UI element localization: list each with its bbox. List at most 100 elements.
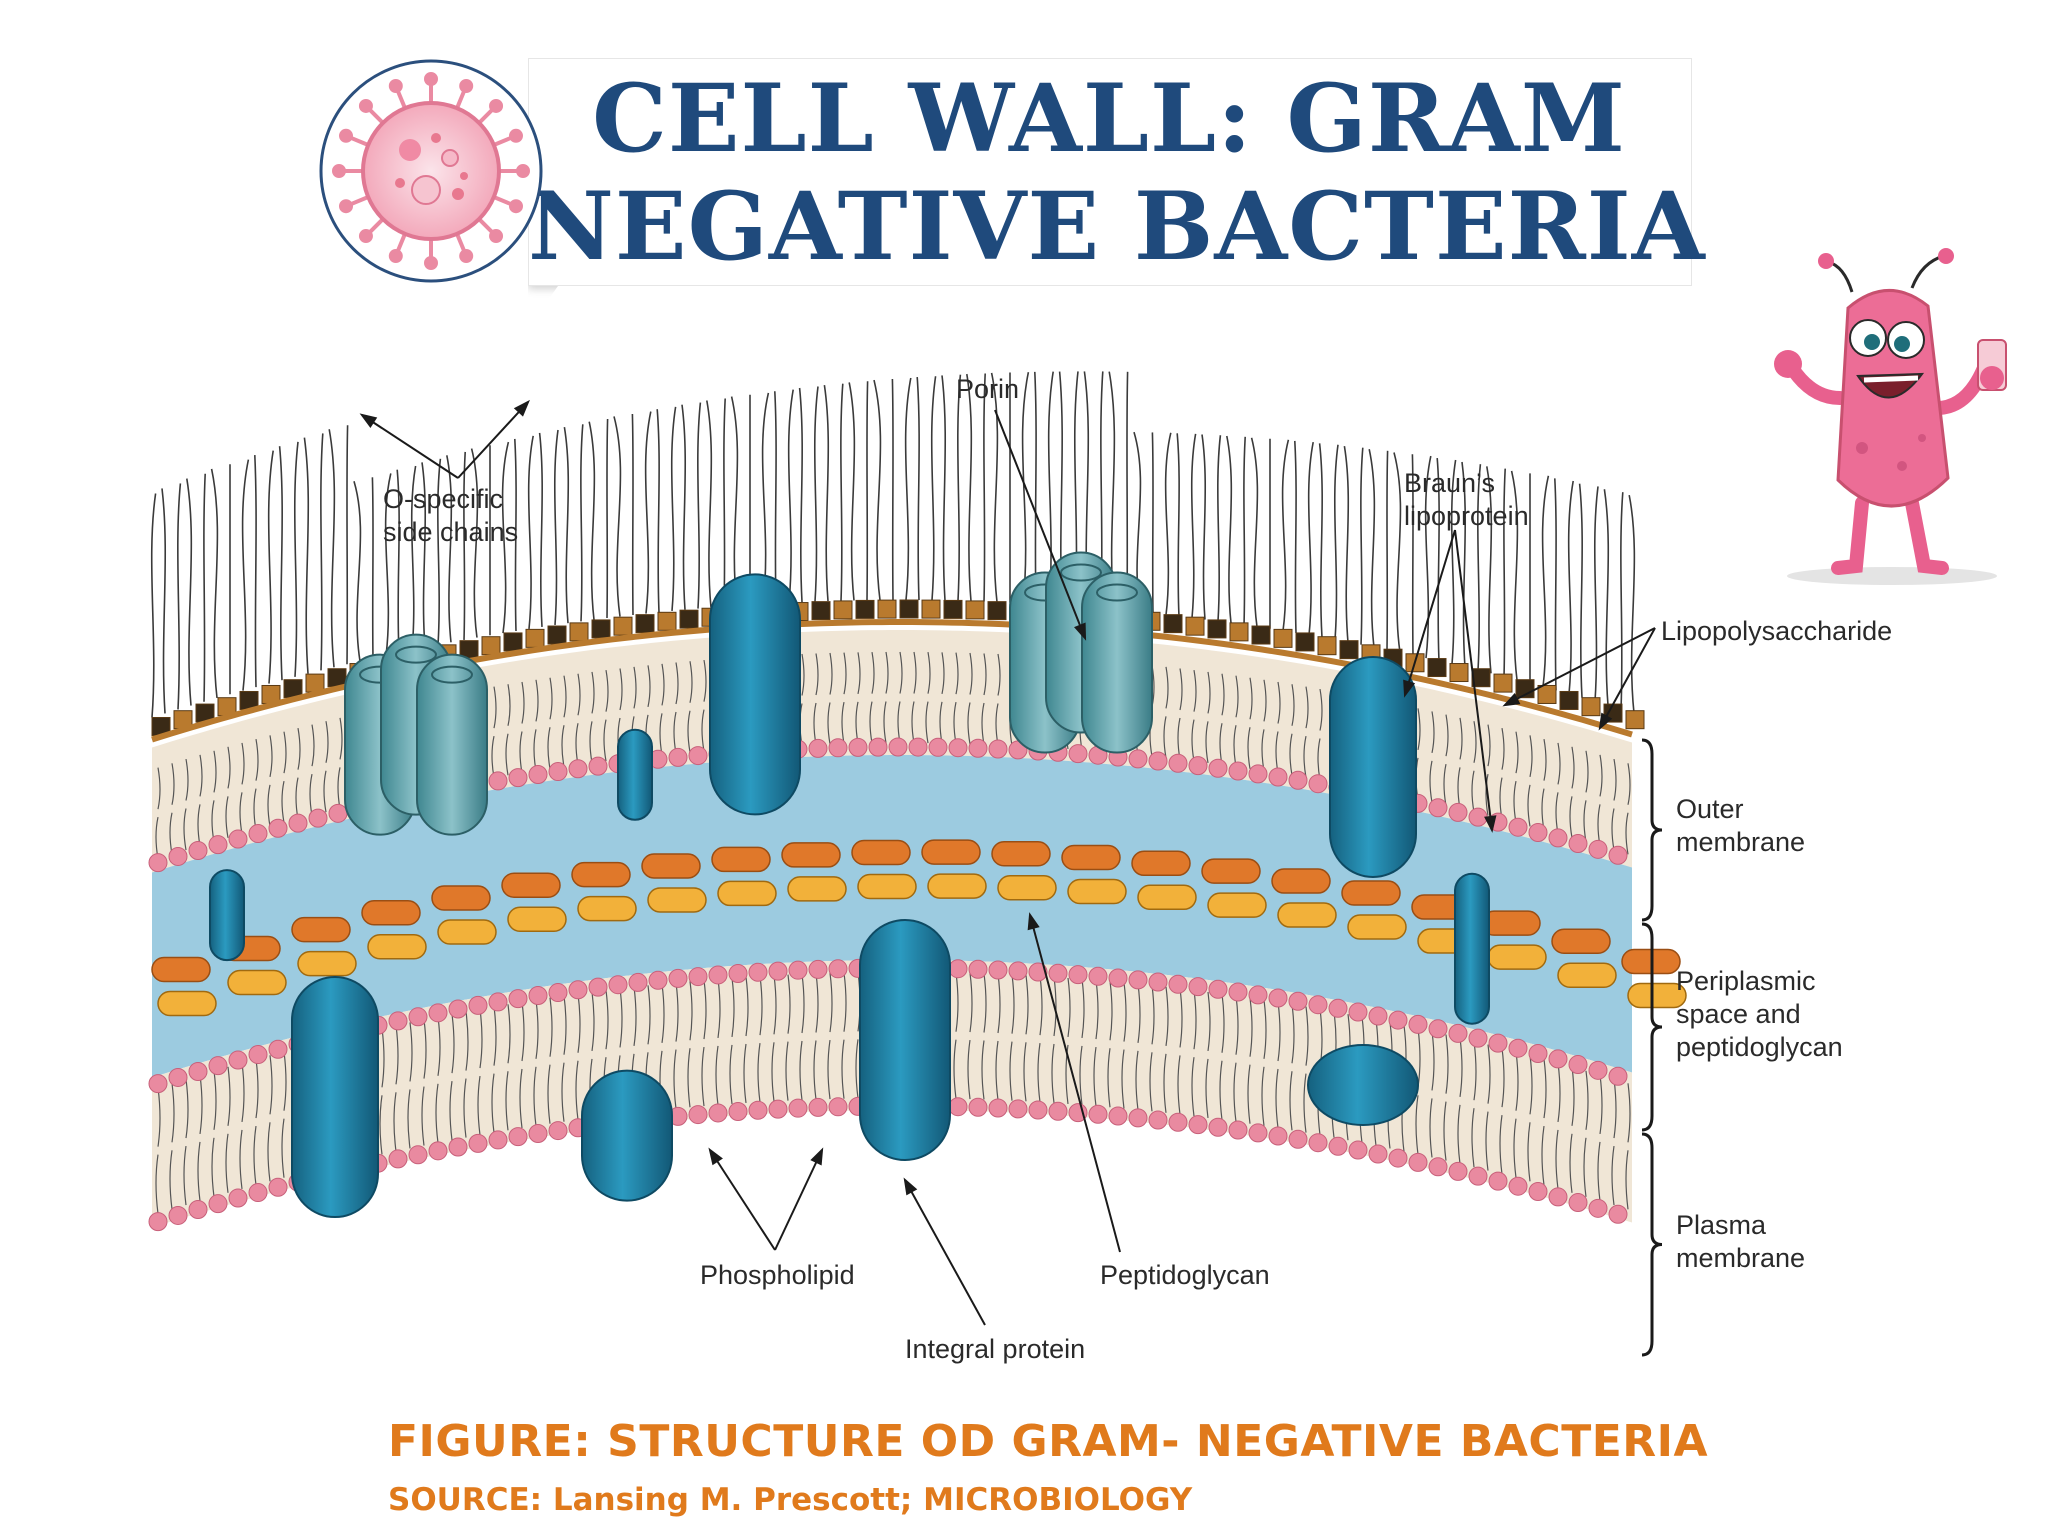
peptidoglycan-unit [857, 873, 917, 900]
phospholipid-head [1188, 756, 1208, 776]
peptidoglycan-unit [1487, 944, 1547, 970]
lps-block [1559, 690, 1579, 710]
phospholipid-head [928, 737, 948, 757]
label-brauns-1: Braun’s [1404, 468, 1496, 498]
virus-logo-icon [319, 59, 543, 283]
brauns-lipoprotein [209, 869, 245, 962]
phospholipid-head [668, 747, 688, 767]
lipid-tail [883, 651, 889, 744]
phospholipid-head [1468, 1028, 1488, 1048]
phospholipid-head [228, 829, 248, 849]
peptidoglycan-unit [1627, 982, 1687, 1009]
side-chain [1281, 439, 1290, 631]
porin-pore [431, 665, 473, 684]
side-chain [983, 373, 986, 602]
side-chain [580, 424, 584, 622]
phospholipid-head [448, 999, 468, 1019]
side-chain [161, 488, 167, 714]
peptidoglycan-unit [571, 861, 631, 888]
side-chain [501, 441, 510, 634]
virus-spike-tip [459, 79, 474, 94]
phospholipid-head [228, 1050, 248, 1070]
peptidoglycan-unit [781, 842, 841, 868]
peptidoglycan-unit [1271, 868, 1331, 894]
lipid-tail [1471, 721, 1477, 813]
lipid-tail [491, 1006, 497, 1133]
side-chain [670, 406, 677, 611]
lipid-tail [1485, 1044, 1491, 1171]
side-chain [681, 404, 687, 610]
lipid-tail [1205, 671, 1211, 764]
lipid-tail [1541, 1059, 1547, 1186]
phospholipid-head [828, 738, 848, 758]
pointer-line [1454, 529, 1493, 831]
side-chain [1593, 486, 1599, 702]
side-chain [1541, 475, 1550, 687]
phospholipid-head [968, 1097, 988, 1117]
lipid-tail [1121, 982, 1127, 1109]
lipid-tail [785, 974, 791, 1101]
lps-block [591, 619, 611, 639]
lps-block [657, 611, 677, 631]
lps-block [899, 599, 919, 619]
phospholipid-head [508, 768, 528, 788]
virus-spike-tip [459, 248, 474, 263]
virus-spike-tip [508, 128, 523, 143]
side-chain [1486, 466, 1493, 674]
phospholipid-head [1448, 1023, 1468, 1043]
lps-block [547, 625, 567, 645]
porin-barrel [1081, 571, 1153, 754]
lipid-tail [799, 973, 805, 1101]
peptidoglycan-unit [577, 895, 637, 922]
lipid-tail [463, 1011, 469, 1138]
peptidoglycan-unit [507, 906, 567, 933]
peptidoglycan-unit [157, 990, 217, 1017]
lipid-tail [1163, 986, 1169, 1113]
lipid-tail [1289, 684, 1295, 776]
side-chain [1603, 489, 1610, 706]
peptidoglycan-unit [367, 934, 427, 960]
phospholipid-head [548, 762, 568, 782]
porin-pore [1060, 563, 1102, 582]
phospholipid-head [1308, 1133, 1328, 1153]
side-chain [606, 419, 609, 619]
phospholipid-head [268, 818, 288, 838]
virus-spike-tip [424, 72, 438, 86]
side-chain [613, 416, 622, 617]
peptidoglycan-unit [787, 876, 847, 902]
pointer-arrowhead [1598, 712, 1613, 731]
phospholipid-head [988, 960, 1008, 980]
layer-brace [1641, 922, 1663, 1132]
phospholipid-head [268, 1177, 288, 1197]
phospholipid-head [1268, 767, 1288, 787]
lps-block [1229, 622, 1249, 642]
side-chain [697, 402, 702, 609]
lipid-tail [967, 972, 973, 1100]
peptidoglycan-unit [1131, 850, 1191, 877]
lipid-tail [225, 746, 231, 838]
lipid-tail [869, 652, 875, 744]
lipid-tail [169, 1083, 175, 1210]
phospholipid-head [1268, 988, 1288, 1008]
phospholipid-head [948, 1097, 968, 1117]
phospholipid-head [1148, 1110, 1168, 1130]
side-chain [421, 462, 427, 648]
label-periplasmic-1: Periplasmic [1676, 966, 1816, 996]
side-chain [210, 468, 219, 699]
phospholipid-head [408, 1145, 428, 1165]
phospholipid-head [1588, 1060, 1608, 1080]
phospholipid-head [1608, 1204, 1628, 1224]
lipid-tail [1611, 758, 1617, 851]
lps-block [943, 599, 963, 619]
porin-pore [395, 645, 437, 664]
side-chain [823, 384, 830, 602]
lipid-tail [1303, 686, 1309, 778]
lipid-tail [239, 742, 245, 835]
phospholipid-head [1448, 802, 1468, 822]
phospholipid-head [828, 1097, 848, 1117]
lps-block [1163, 614, 1183, 634]
label-peptidoglycan: Peptidoglycan [1100, 1260, 1270, 1290]
phospholipid-head [968, 959, 988, 979]
lipid-tail [701, 979, 707, 1107]
lipid-tail [281, 1051, 287, 1178]
